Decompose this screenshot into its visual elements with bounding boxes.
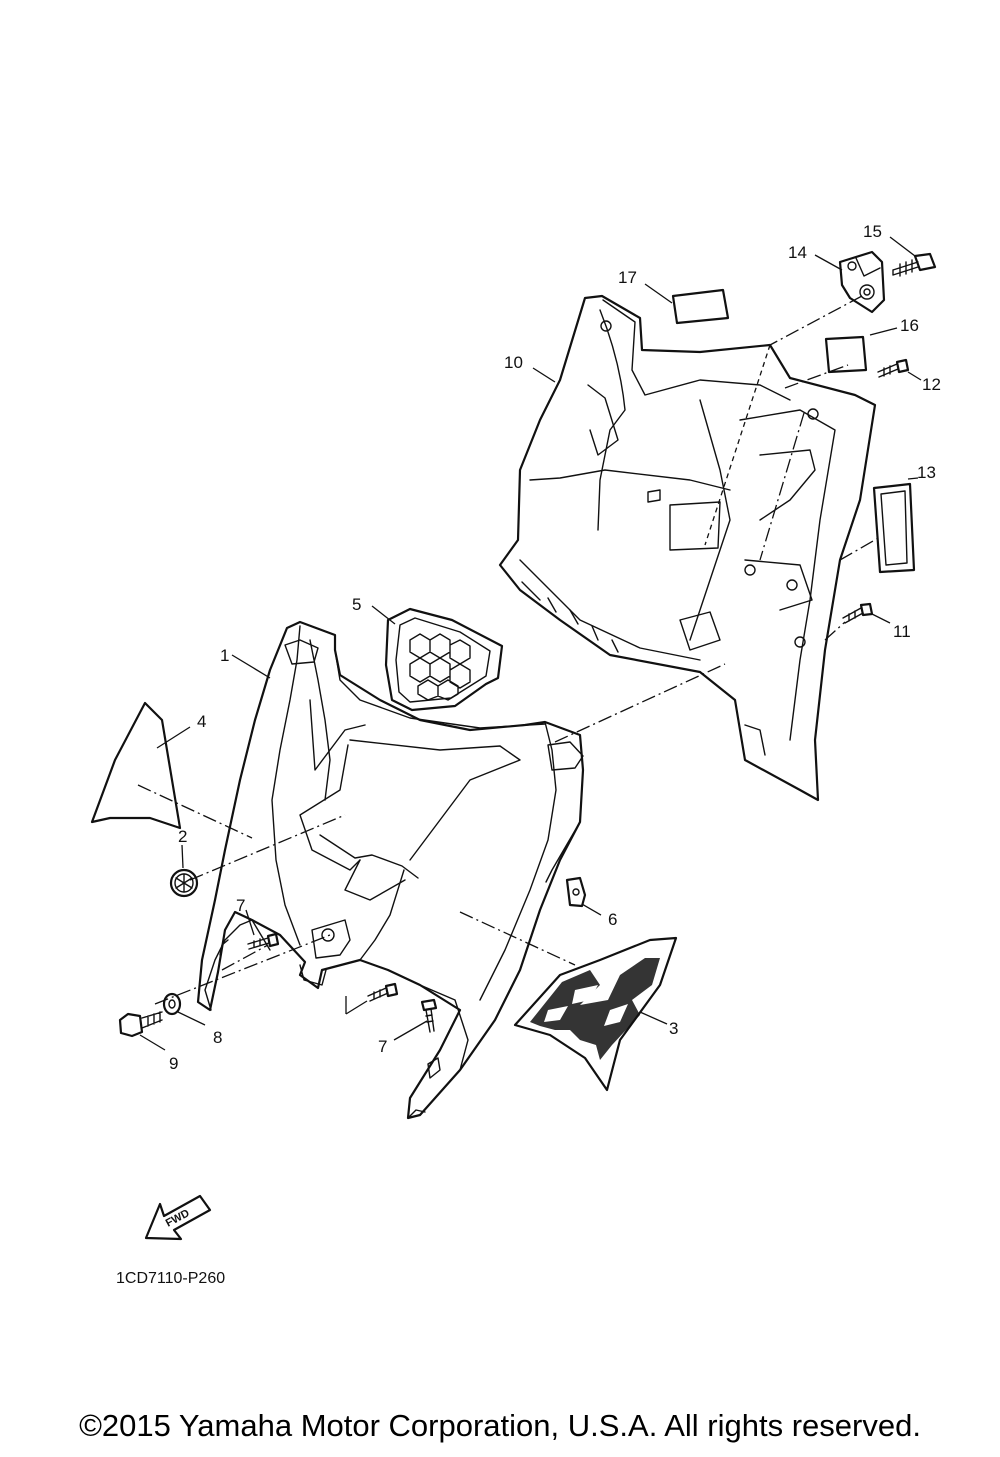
- leader-lines: [139, 236, 922, 1051]
- copyright-notice: ©2015 Yamaha Motor Corporation, U.S.A. A…: [79, 1408, 921, 1443]
- diagram-code: 1CD7110-P260: [116, 1270, 225, 1287]
- part-15-bolt: [892, 252, 937, 277]
- callout-7-upper: 7: [236, 896, 245, 915]
- part-7-screw-lower-a: [367, 982, 399, 1002]
- part-5-grille: [384, 607, 504, 712]
- part-6-clip: [565, 876, 587, 908]
- callout-8: 8: [213, 1028, 222, 1047]
- callout-6: 6: [608, 910, 617, 929]
- callout-5: 5: [352, 595, 361, 614]
- callout-14: 14: [788, 243, 807, 262]
- part-16-label: [824, 335, 868, 374]
- callout-12: 12: [922, 375, 941, 394]
- callout-labels: 1 2 3 4 5 6 7 7 8 9 10 11 12 13 14 15 16…: [169, 222, 941, 1073]
- callout-15: 15: [863, 222, 882, 241]
- part-9-bolt: [118, 1011, 163, 1038]
- part-10-inner-panel: [498, 294, 877, 802]
- part-7-screw-upper: [247, 932, 280, 950]
- center-lines: [137, 295, 881, 1005]
- callout-2: 2: [178, 827, 187, 846]
- part-2-emblem: [169, 868, 199, 898]
- callout-11: 11: [893, 622, 911, 641]
- callout-10: 10: [504, 353, 523, 372]
- callout-9: 9: [169, 1054, 178, 1073]
- part-3-decal: [513, 936, 678, 1092]
- forward-arrow-icon: FWD: [144, 1194, 212, 1241]
- callout-1: 1: [220, 646, 229, 665]
- part-12-screw: [877, 358, 910, 378]
- callout-7-lower: 7: [378, 1037, 387, 1056]
- part-4-decal: [90, 701, 182, 830]
- callout-13: 13: [917, 463, 936, 482]
- part-17-label: [671, 288, 730, 325]
- callout-4: 4: [197, 712, 206, 731]
- callout-16: 16: [900, 316, 919, 335]
- part-13-trim: [872, 482, 916, 574]
- part-8-washer: [162, 992, 182, 1016]
- part-14-clip: [838, 250, 886, 314]
- callout-17: 17: [618, 268, 637, 287]
- callout-3: 3: [669, 1019, 678, 1038]
- part-11-screw: [842, 602, 874, 624]
- part-1-front-cover: [196, 620, 585, 1120]
- part-7-screw-lower-b: [420, 998, 438, 1033]
